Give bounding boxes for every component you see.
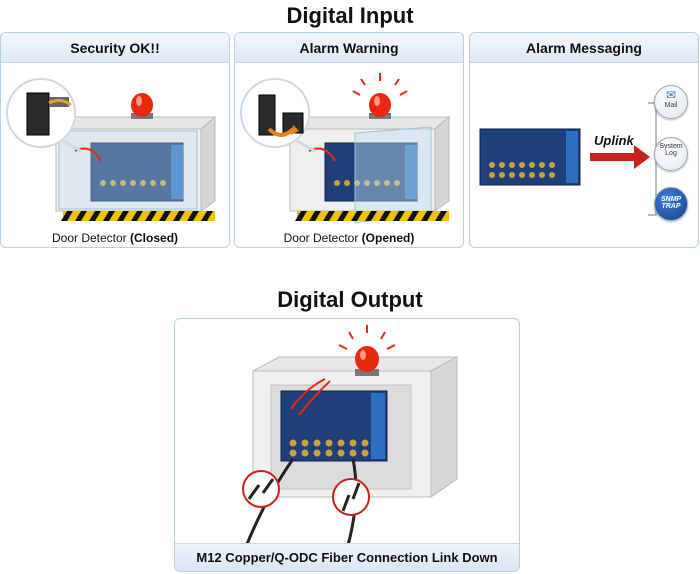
alarm-messaging-illustration	[479, 102, 660, 216]
panel-title: Alarm Messaging	[470, 33, 698, 63]
panel-security-ok: Security OK!! Door Detector (Closed)	[0, 32, 230, 248]
digital-input-title: Digital Input	[286, 3, 414, 28]
system-log-icon: System Log	[654, 137, 688, 171]
mail-icon: ✉ Mail	[654, 85, 688, 119]
digital-output-title: Digital Output	[277, 287, 423, 312]
alarm-warning-illustration	[240, 73, 451, 224]
link-down-caption: M12 Copper/Q-ODC Fiber Connection Link D…	[175, 543, 519, 571]
door-detector-opened-caption: Door Detector (Opened)	[283, 231, 415, 245]
panel-digital-output: M12 Copper/Q-ODC Fiber Connection Link D…	[174, 318, 520, 572]
panel-alarm-warning: Alarm Warning Door Detector (Opened)	[234, 32, 464, 248]
panel-alarm-messaging: Alarm Messaging Uplink ✉ Mail System Log…	[469, 32, 699, 248]
snmp-trap-icon: SNMP TRAP	[654, 187, 688, 221]
digital-output-illustration	[242, 325, 458, 550]
panel-title: Alarm Warning	[235, 33, 463, 63]
security-ok-illustration	[6, 78, 217, 221]
uplink-label: Uplink	[594, 133, 634, 148]
door-detector-closed-caption: Door Detector (Closed)	[51, 231, 179, 245]
panel-title: Security OK!!	[1, 33, 229, 63]
